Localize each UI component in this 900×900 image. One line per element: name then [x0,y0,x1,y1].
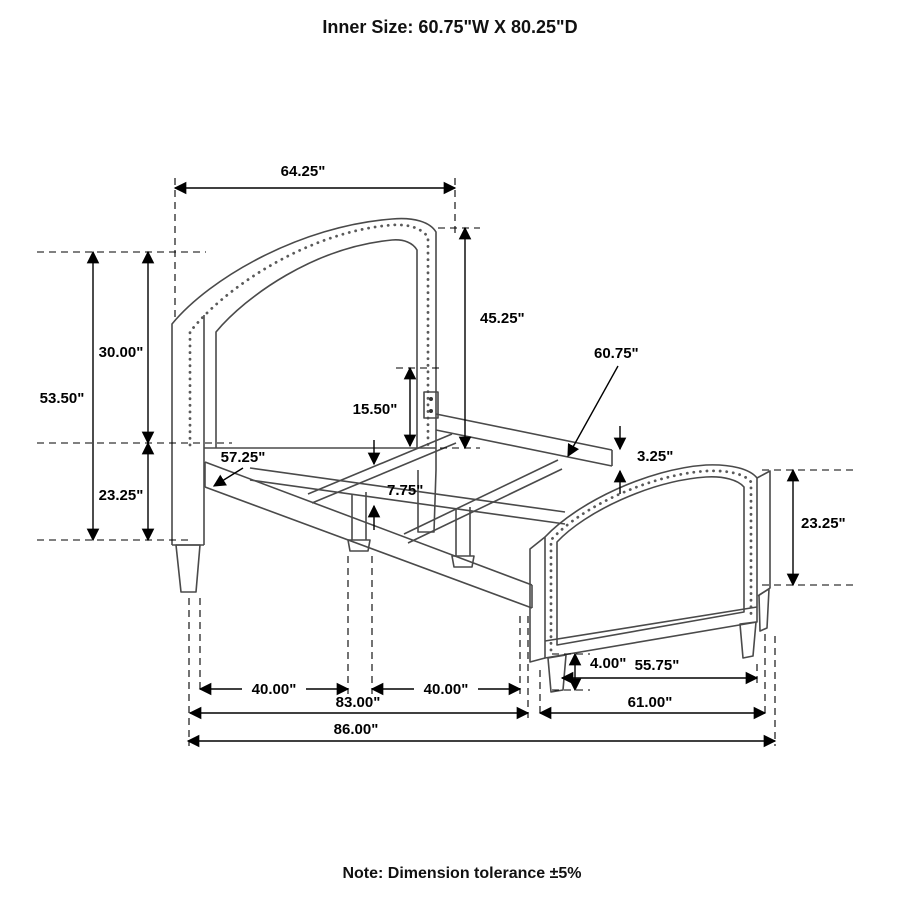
headboard [171,217,439,593]
label-mask-mid [414,678,478,697]
tolerance-note: Note: Dimension tolerance ±5% [342,865,581,882]
label-mask-left [242,678,306,697]
footboard [529,464,771,693]
footboard-panel-border [556,476,745,646]
near-rail-top [204,461,533,586]
label-headboard-leg-height: 23.25" [99,487,144,504]
headboard-panel-border [215,239,418,448]
label-rail-to-panel: 15.50" [353,401,398,418]
label-footboard-leg-height: 4.00" [590,655,626,672]
footboard-base-seam [544,606,758,642]
bed-drawing [171,217,771,693]
label-overall-length: 86.00" [334,721,379,738]
slat-1-top [307,433,453,495]
support-leg-1-foot [347,539,371,552]
rail-assembly [204,413,613,609]
far-rail-bottom [435,429,613,467]
footboard-left-side [529,536,546,663]
label-rail-thickness: 3.25" [637,448,673,465]
bracket-bolt-top [429,397,433,401]
headboard-right-leg [417,469,437,533]
label-headboard-panel-height: 45.25" [480,310,525,327]
label-headboard-width: 64.25" [281,163,326,180]
slat-1-bottom [311,442,457,504]
label-leg-span-mid: 40.00" [424,681,469,698]
footboard-nailhead-trim [549,469,753,652]
label-leg-span-left: 40.00" [252,681,297,698]
slat-2-bottom [407,468,563,544]
headboard-outline [171,217,437,545]
label-footboard-height: 23.25" [801,515,846,532]
label-inner-width: 60.75" [594,345,639,362]
footboard-right-side [756,470,771,597]
center-rail-bottom [249,479,566,525]
center-rail-top [249,467,566,513]
label-footboard-width: 55.75" [635,657,680,674]
label-headboard-upper-height: 30.00" [99,344,144,361]
slat-2-top [403,459,559,535]
extension-lines [37,178,856,746]
bracket-bolt-bottom [429,409,433,413]
label-headboard-total-height: 53.50" [40,390,85,407]
footboard-outline [544,464,758,659]
footboard-front-right-leg [739,621,757,659]
label-frame-length: 83.00" [336,694,381,711]
far-rail-top [435,413,613,451]
footboard-front-left-leg [547,654,567,693]
leader-inner-width [567,365,619,458]
rail-bracket [423,391,439,419]
leader-side-rail-length [212,467,244,487]
label-footboard-outer-width: 61.00" [628,694,673,711]
headboard-nailhead-trim [188,223,430,447]
dimension-labels: 64.25" 45.25" 30.00" 53.50" 23.25" 15.50… [40,163,846,738]
page-title: Inner Size: 60.75"W X 80.25"D [322,17,577,37]
dimension-lines [86,181,800,748]
label-side-rail-length: 57.25" [221,449,266,466]
support-leg-2-foot [451,555,475,568]
footboard-rear-right-leg [758,588,770,632]
headboard-left-leg [175,544,201,593]
label-slat-drop: 7.75" [387,482,423,499]
